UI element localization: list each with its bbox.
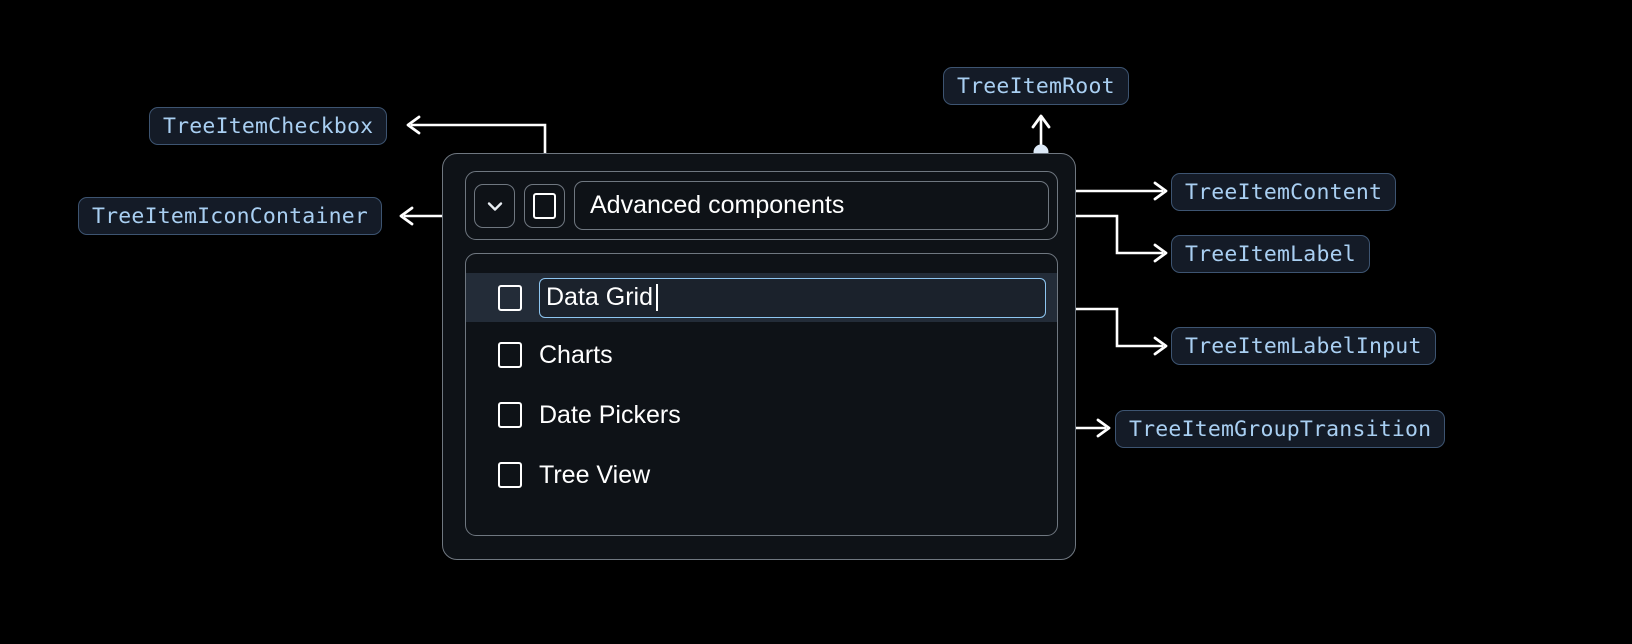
- checkbox-unchecked-icon[interactable]: [498, 402, 522, 428]
- arrowhead-icon-container: [399, 206, 414, 226]
- checkbox-unchecked-icon[interactable]: [498, 462, 522, 488]
- tree-item-row-charts[interactable]: Charts: [466, 333, 1057, 377]
- checkbox-unchecked-icon[interactable]: [498, 342, 522, 368]
- tree-item-icon-container[interactable]: [474, 183, 515, 228]
- tree-item-label: Charts: [539, 340, 613, 369]
- label-input-value: Data Grid: [546, 283, 653, 311]
- chip-tree-item-label[interactable]: TreeItemLabel: [1171, 235, 1370, 273]
- text-caret: [655, 284, 658, 311]
- arrowhead-root: [1031, 114, 1051, 129]
- tree-item-row-date-pickers[interactable]: Date Pickers: [466, 393, 1057, 437]
- chip-tree-item-checkbox[interactable]: TreeItemCheckbox: [149, 107, 388, 145]
- checkbox-unchecked-icon: [533, 192, 556, 219]
- tree-item-root[interactable]: Advanced components Data Grid Charts Dat…: [442, 153, 1076, 560]
- tree-item-group-transition: Data Grid Charts Date Pickers Tree View: [465, 253, 1058, 536]
- tree-item-label: Tree View: [539, 460, 651, 489]
- tree-item-label[interactable]: Advanced components: [574, 181, 1049, 230]
- arrowhead-group-transition: [1096, 418, 1111, 438]
- tree-item-label-input[interactable]: Data Grid: [539, 277, 1046, 318]
- arrowhead-label: [1153, 243, 1168, 263]
- tree-item-content[interactable]: Advanced components: [465, 171, 1058, 240]
- tree-item-row-data-grid[interactable]: Data Grid: [466, 273, 1057, 322]
- chevron-down-icon: [487, 201, 502, 211]
- arrowhead-label-input: [1153, 336, 1168, 356]
- chip-tree-item-label-input[interactable]: TreeItemLabelInput: [1171, 327, 1436, 365]
- arrowhead-content: [1153, 181, 1168, 201]
- chip-tree-item-content[interactable]: TreeItemContent: [1171, 173, 1397, 211]
- checkbox-unchecked-icon[interactable]: [498, 284, 522, 311]
- chip-tree-item-root[interactable]: TreeItemRoot: [943, 67, 1129, 105]
- arrowhead-checkbox: [406, 115, 421, 135]
- tree-item-label: Date Pickers: [539, 400, 681, 429]
- chip-tree-item-icon-container[interactable]: TreeItemIconContainer: [78, 197, 383, 235]
- tree-item-row-tree-view[interactable]: Tree View: [466, 453, 1057, 497]
- chip-tree-item-group-transition[interactable]: TreeItemGroupTransition: [1115, 410, 1446, 448]
- tree-item-checkbox[interactable]: [524, 183, 565, 228]
